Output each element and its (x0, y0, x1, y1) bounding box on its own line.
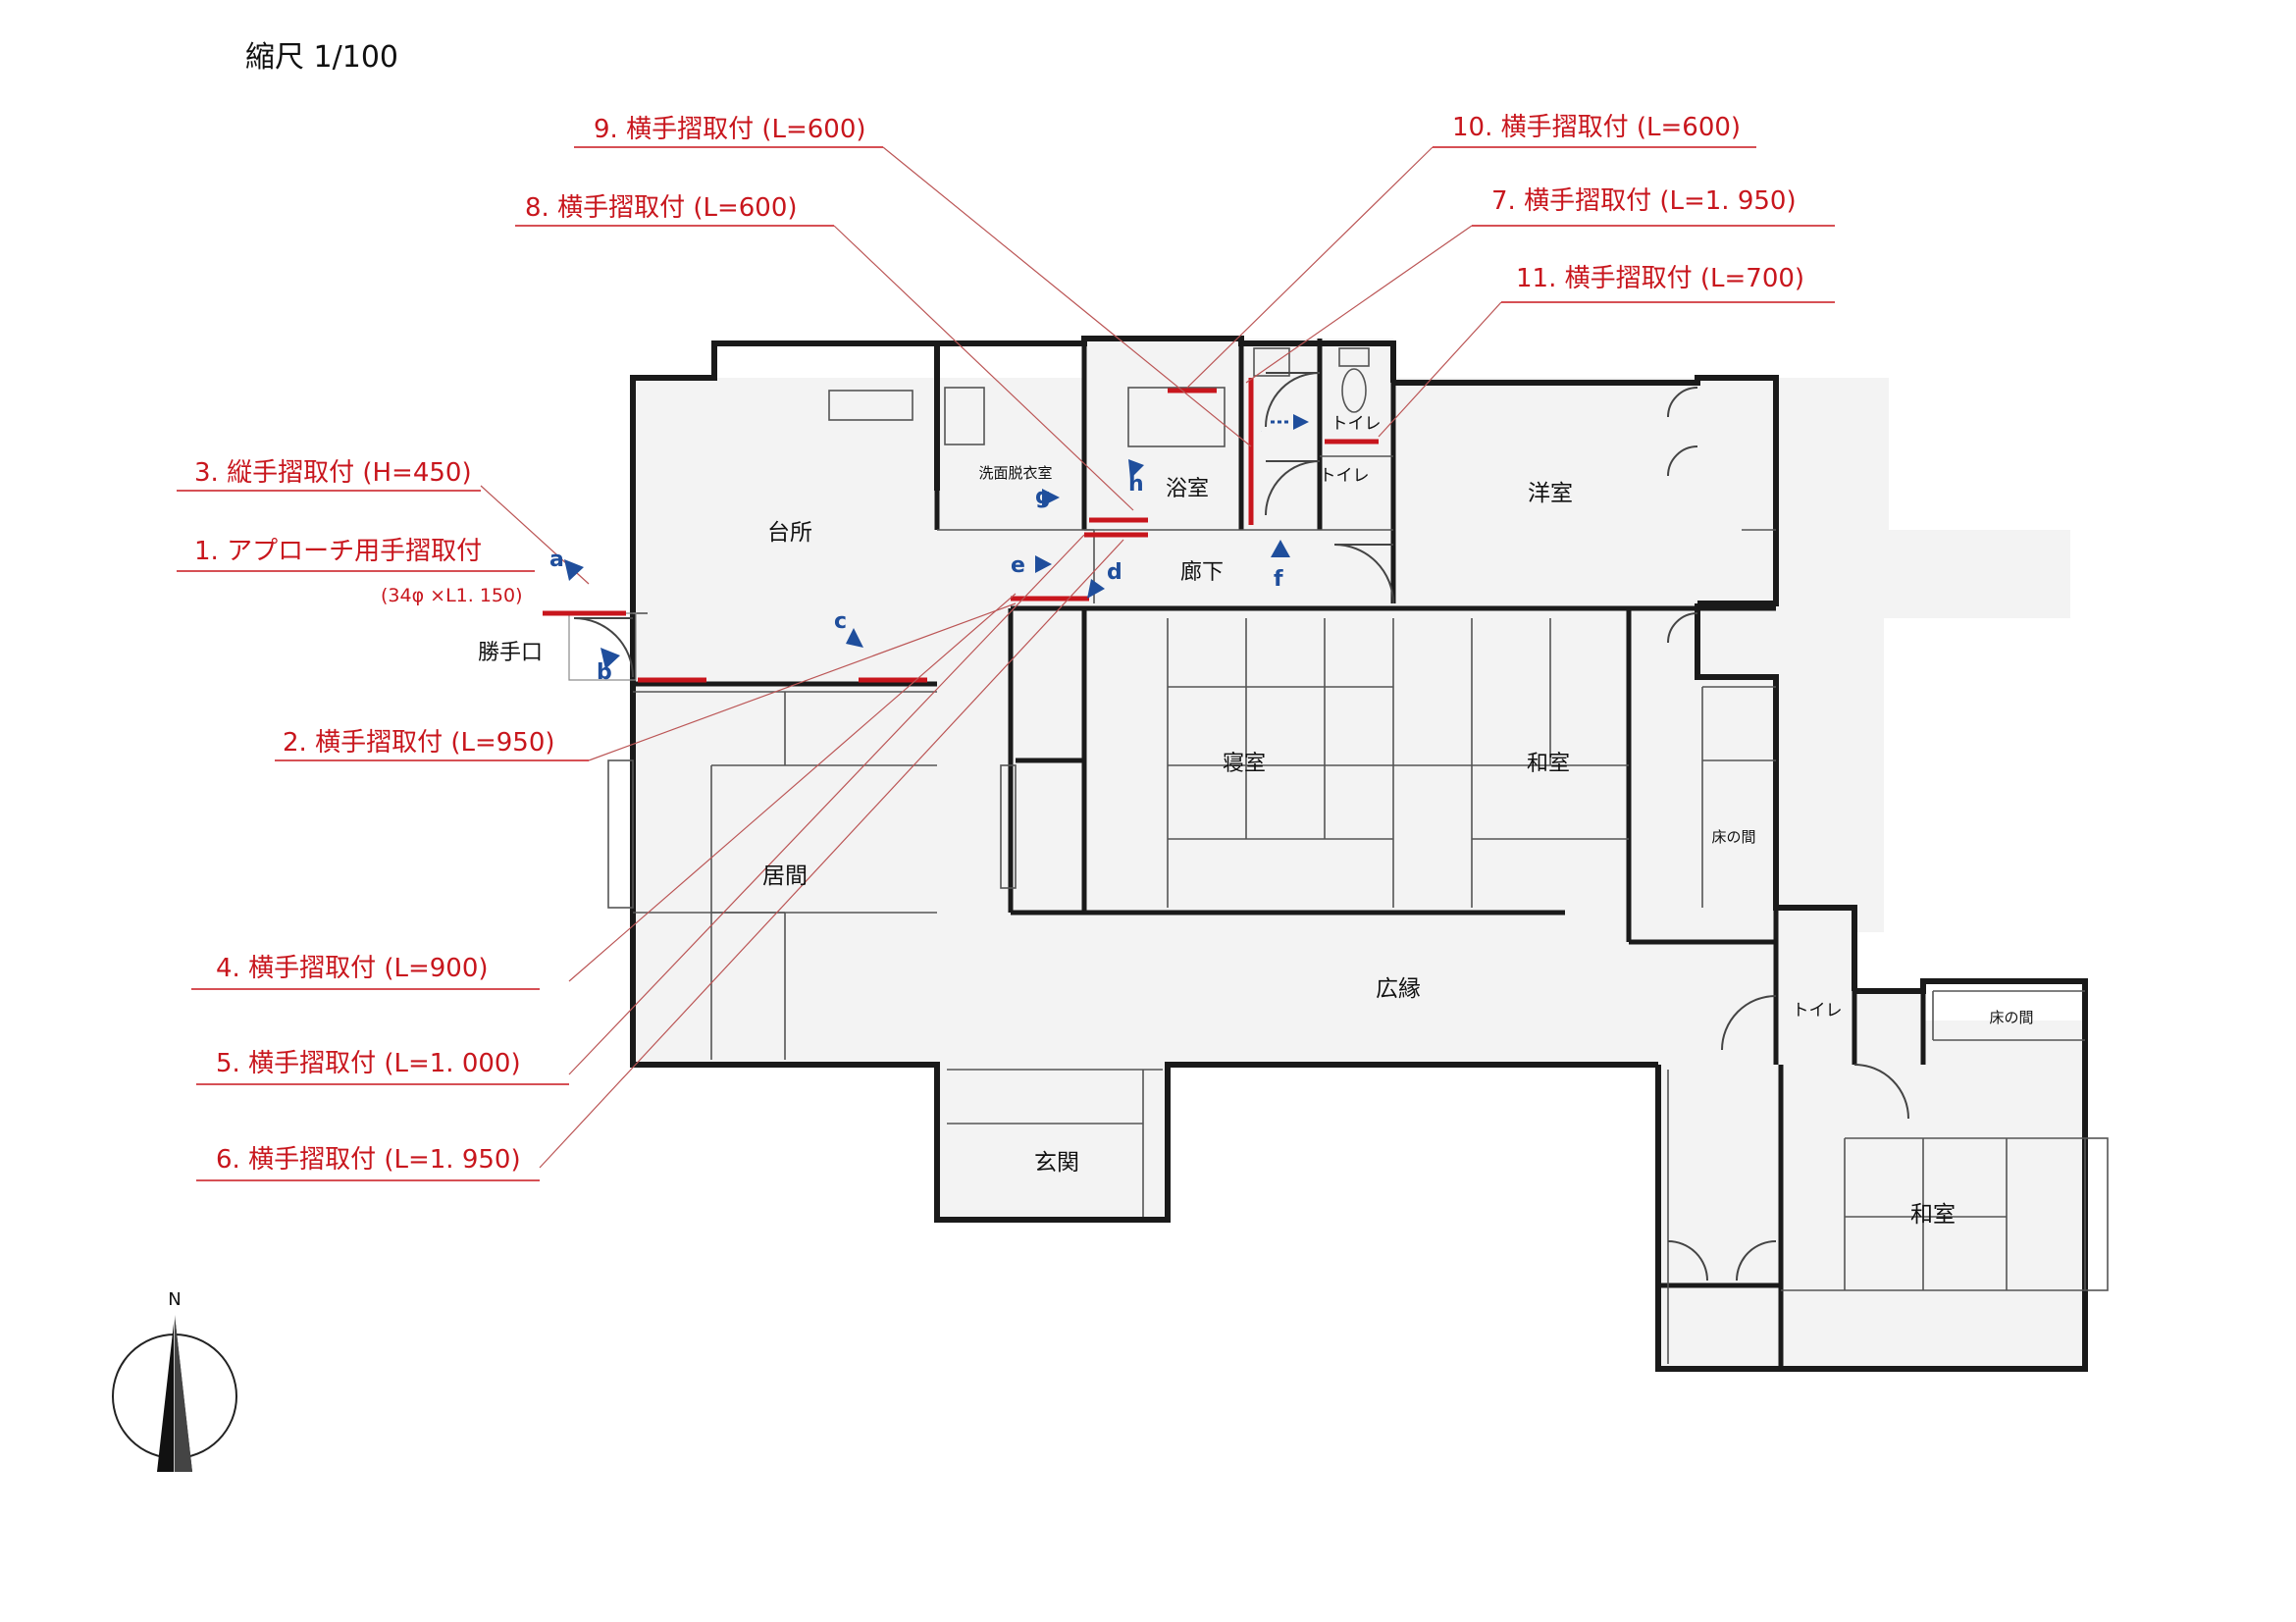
room-label-engawa: 広縁 (1376, 976, 1421, 1002)
callout-3: 3. 縦手摺取付 (H=450) (194, 458, 472, 488)
leader-lines (480, 146, 1502, 1169)
scale-label: 縮尺 1/100 (245, 40, 398, 75)
svg-text:h: h (1128, 472, 1144, 497)
room-label-toilet-2: トイレ (1320, 466, 1370, 486)
room-label-entrance: 玄関 (1034, 1150, 1079, 1176)
svg-text:a: a (549, 548, 564, 572)
marker-d: d (1087, 560, 1122, 599)
svg-text:d: d (1107, 560, 1122, 585)
room-label-toilet-3: トイレ (1793, 1001, 1843, 1020)
svg-text:g: g (1035, 485, 1051, 509)
callout-1-spec: (34φ ×L1. 150) (381, 585, 523, 606)
photo-markers: a b c d e f g h (549, 414, 1309, 685)
callout-10: 10. 横手摺取付 (L=600) (1452, 113, 1741, 142)
callout-underlines (177, 146, 1835, 1181)
handrail-marks (543, 378, 1379, 683)
callout-6: 6. 横手摺取付 (L=1. 950) (216, 1145, 521, 1175)
room-label-toilet-1: トイレ (1331, 414, 1382, 434)
room-label-washitsu-1: 和室 (1527, 752, 1570, 776)
callout-11: 11. 横手摺取付 (L=700) (1516, 264, 1804, 293)
svg-text:f: f (1274, 567, 1283, 592)
room-label-living: 居間 (762, 863, 808, 889)
north-compass: N (112, 1289, 237, 1472)
svg-text:c: c (834, 609, 847, 634)
corridor-door-swing (1333, 544, 1394, 604)
callout-2: 2. 横手摺取付 (L=950) (283, 728, 555, 758)
room-label-corridor: 廊下 (1180, 560, 1224, 585)
floor-fill-layer (633, 339, 2085, 1369)
room-labels: 台所 洗面脱衣室 浴室 トイレ トイレ 洋室 廊下 勝手口 寝室 和室 床の間 … (478, 414, 2034, 1228)
marker-g: g (1035, 485, 1060, 509)
room-label-washroom: 洗面脱衣室 (978, 464, 1052, 482)
room-label-tokonoma-1: 床の間 (1711, 828, 1755, 846)
svg-text:e: e (1011, 553, 1025, 578)
room-label-tokonoma-2: 床の間 (1989, 1009, 2033, 1026)
marker-c: c (834, 609, 863, 648)
room-label-kitchen: 台所 (767, 520, 812, 546)
north-label: N (168, 1289, 181, 1310)
callout-9: 9. 横手摺取付 (L=600) (594, 115, 866, 144)
room-label-washitsu-2: 和室 (1910, 1202, 1956, 1228)
back-door-swing (573, 617, 634, 678)
svg-text:b: b (597, 660, 612, 685)
interior-walls (633, 339, 1926, 1369)
room-label-back-entrance: 勝手口 (478, 641, 543, 665)
callout-texts: 9. 横手摺取付 (L=600) 8. 横手摺取付 (L=600) 10. 横手… (194, 113, 1804, 1175)
marker-h: h (1128, 459, 1144, 497)
marker-e: e (1011, 553, 1052, 578)
marker-f: f (1271, 540, 1290, 592)
room-label-bath: 浴室 (1166, 477, 1209, 501)
callout-4: 4. 横手摺取付 (L=900) (216, 954, 489, 983)
callout-7: 7. 横手摺取付 (L=1. 950) (1491, 186, 1797, 216)
marker-b: b (597, 648, 620, 685)
callout-1: 1. アプローチ用手摺取付 (194, 537, 482, 566)
room-label-western: 洋室 (1528, 481, 1573, 506)
callout-5: 5. 横手摺取付 (L=1. 000) (216, 1049, 521, 1078)
callout-8: 8. 横手摺取付 (L=600) (525, 193, 798, 223)
room-label-bedroom: 寝室 (1223, 752, 1266, 776)
marker-a: a (549, 548, 584, 581)
outer-walls (630, 336, 2088, 1372)
